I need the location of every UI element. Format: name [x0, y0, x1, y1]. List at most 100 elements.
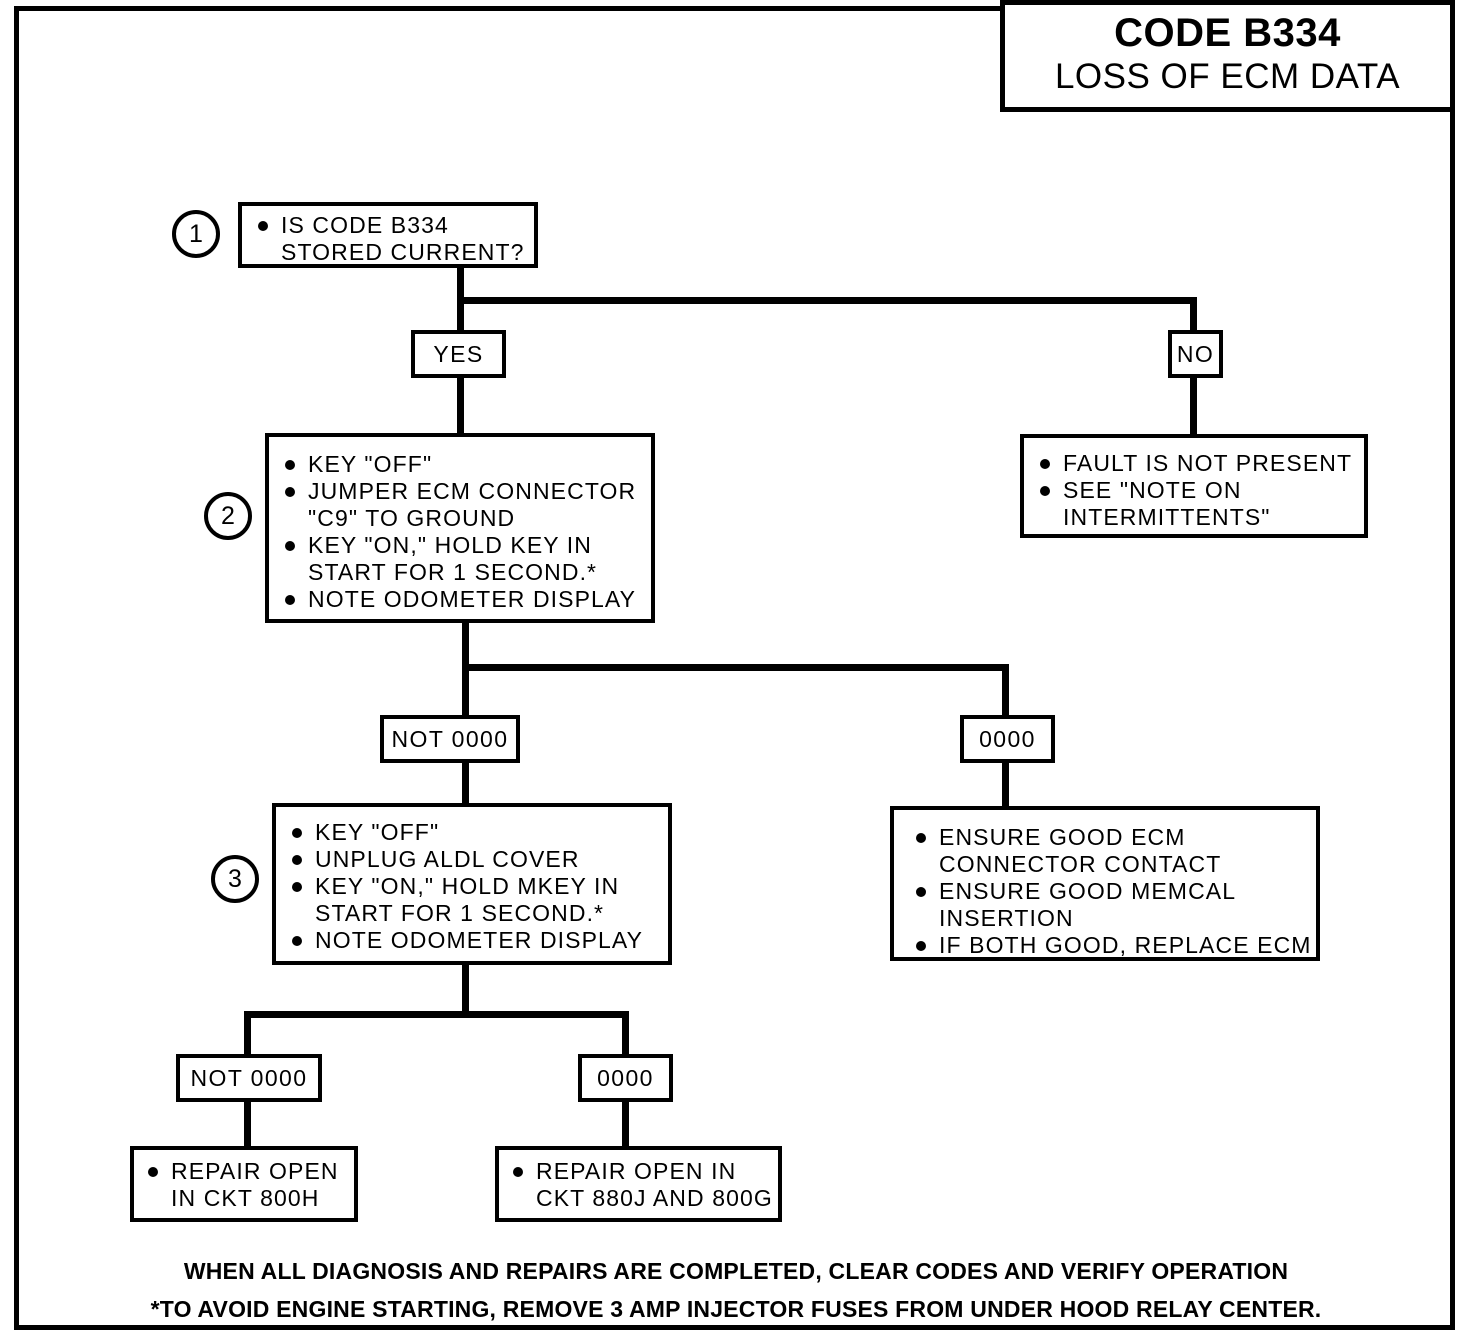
- bullet-text: KEY "ON," HOLD KEY IN: [308, 532, 592, 558]
- bullet-dot: [258, 221, 268, 231]
- bullet-text: REPAIR OPEN: [171, 1158, 339, 1184]
- branch-label-0000-b: 0000: [578, 1054, 673, 1102]
- connector-to-not0000-b: [244, 1011, 251, 1057]
- step-number-2-label: 2: [221, 501, 235, 530]
- bullet-dot: [285, 487, 295, 497]
- connector-to-not0000-a: [462, 664, 469, 718]
- result-box-repair-ckt-800h: REPAIR OPEN IN CKT 800H: [130, 1146, 358, 1222]
- connector-not0000b-to-repair: [244, 1100, 251, 1148]
- page-title: CODE B334: [1114, 11, 1341, 55]
- branch-label-0000-a-text: 0000: [979, 725, 1036, 752]
- result-box-ecm-check: ENSURE GOOD ECM CONNECTOR CONTACT ENSURE…: [890, 806, 1320, 961]
- bullet-line: KEY "OFF": [285, 451, 639, 478]
- bullet-text: START FOR 1 SECOND.*: [315, 900, 605, 926]
- bullet-dot-blank: [285, 514, 295, 524]
- bullet-dot: [292, 936, 302, 946]
- bullet-dot: [1040, 459, 1050, 469]
- step-number-3-label: 3: [228, 864, 242, 893]
- bullet-text: ENSURE GOOD MEMCAL: [939, 878, 1237, 904]
- connector-to-0000-b: [622, 1011, 629, 1057]
- bullet-line: START FOR 1 SECOND.*: [292, 900, 656, 927]
- result-box-repair-ckt-880j-800g: REPAIR OPEN IN CKT 880J AND 800G: [495, 1146, 782, 1222]
- bullet-line: "C9" TO GROUND: [285, 505, 639, 532]
- bullet-dot: [513, 1167, 523, 1177]
- connector-q1-stem: [457, 268, 464, 303]
- bullet-text: "C9" TO GROUND: [308, 505, 516, 531]
- connector-step3-stem: [462, 963, 469, 1015]
- bullet-dot: [1040, 486, 1050, 496]
- bullet-line: KEY "OFF": [292, 819, 656, 846]
- branch-label-0000-a: 0000: [960, 715, 1055, 763]
- branch-label-yes-text: YES: [433, 340, 484, 367]
- branch-label-0000-b-text: 0000: [597, 1064, 654, 1091]
- bullet-line: UNPLUG ALDL COVER: [292, 846, 656, 873]
- bullet-line: START FOR 1 SECOND.*: [285, 559, 639, 586]
- bullet-text: NOTE ODOMETER DISPLAY: [308, 586, 637, 612]
- bullet-dot: [916, 887, 926, 897]
- bullet-text: IN CKT 800H: [171, 1185, 320, 1211]
- bullet-line: IN CKT 800H: [148, 1185, 342, 1212]
- bullet-dot-blank: [285, 568, 295, 578]
- bullet-dot-blank: [916, 914, 926, 924]
- connector-yes-to-step2: [457, 376, 464, 436]
- bullet-text: CKT 880J AND 800G: [536, 1185, 773, 1211]
- connector-step2-stem: [462, 620, 469, 670]
- bullet-line: INSERTION: [916, 905, 1304, 932]
- bullet-text: UNPLUG ALDL COVER: [315, 846, 580, 872]
- step-number-3: 3: [211, 855, 259, 903]
- bullet-dot-blank: [1040, 513, 1050, 523]
- bullet-line: JUMPER ECM CONNECTOR: [285, 478, 639, 505]
- bullet-dot-blank: [258, 248, 268, 258]
- bullet-dot: [285, 460, 295, 470]
- bullet-line: FAULT IS NOT PRESENT: [1040, 450, 1352, 477]
- step-number-1-label: 1: [189, 219, 203, 248]
- bullet-line: REPAIR OPEN IN: [513, 1158, 766, 1185]
- bullet-text: KEY "ON," HOLD MKEY IN: [315, 873, 620, 899]
- page-border: [14, 6, 1455, 1330]
- bullet-line: SEE "NOTE ON: [1040, 477, 1352, 504]
- bullet-dot: [285, 595, 295, 605]
- step-number-1: 1: [172, 210, 220, 258]
- branch-label-not-0000-b: NOT 0000: [176, 1054, 322, 1102]
- bullet-line: ENSURE GOOD ECM: [916, 824, 1304, 851]
- connector-to-yes: [457, 297, 464, 333]
- bullet-dot: [916, 941, 926, 951]
- bullet-text: ENSURE GOOD ECM: [939, 824, 1186, 850]
- bullet-line: NOTE ODOMETER DISPLAY: [285, 586, 639, 613]
- bullet-dot: [285, 541, 295, 551]
- step-number-2: 2: [204, 492, 252, 540]
- bullet-line: INTERMITTENTS": [1040, 504, 1352, 531]
- bullet-dot-blank: [513, 1194, 523, 1204]
- connector-to-no: [1190, 297, 1197, 333]
- action-box-step2: KEY "OFF" JUMPER ECM CONNECTOR "C9" TO G…: [265, 433, 655, 623]
- connector-step3-split-bar: [244, 1011, 629, 1018]
- bullet-line: IF BOTH GOOD, REPLACE ECM: [916, 932, 1310, 959]
- bullet-line: CONNECTOR CONTACT: [916, 851, 1304, 878]
- bullet-text: NOTE ODOMETER DISPLAY: [315, 927, 644, 953]
- connector-0000a-to-ecm-box: [1002, 761, 1009, 808]
- branch-label-yes: YES: [411, 330, 506, 378]
- bullet-text: START FOR 1 SECOND.*: [308, 559, 598, 585]
- connector-no-to-fault-box: [1190, 376, 1197, 436]
- bullet-line: NOTE ODOMETER DISPLAY: [292, 927, 656, 954]
- bullet-dot: [292, 828, 302, 838]
- bullet-text: REPAIR OPEN IN: [536, 1158, 737, 1184]
- bullet-dot: [292, 855, 302, 865]
- branch-label-not-0000-a-text: NOT 0000: [391, 725, 509, 752]
- bullet-text: FAULT IS NOT PRESENT: [1063, 450, 1353, 476]
- bullet-line: KEY "ON," HOLD MKEY IN: [292, 873, 656, 900]
- branch-label-not-0000-a: NOT 0000: [380, 715, 520, 763]
- connector-to-0000-a: [1002, 664, 1009, 718]
- bullet-dot-blank: [148, 1194, 158, 1204]
- bullet-text: KEY "OFF": [315, 819, 440, 845]
- bullet-text: CONNECTOR CONTACT: [939, 851, 1222, 877]
- bullet-text: INTERMITTENTS": [1063, 504, 1271, 530]
- branch-label-no: NO: [1168, 330, 1223, 378]
- connector-q1-split-bar: [457, 297, 1197, 304]
- bullet-dot: [916, 833, 926, 843]
- footer-note-verify: WHEN ALL DIAGNOSIS AND REPAIRS ARE COMPL…: [183, 1258, 1289, 1284]
- title-block: CODE B334 LOSS OF ECM DATA: [1000, 0, 1455, 112]
- bullet-line: IS CODE B334: [258, 212, 522, 239]
- branch-label-no-text: NO: [1176, 340, 1215, 367]
